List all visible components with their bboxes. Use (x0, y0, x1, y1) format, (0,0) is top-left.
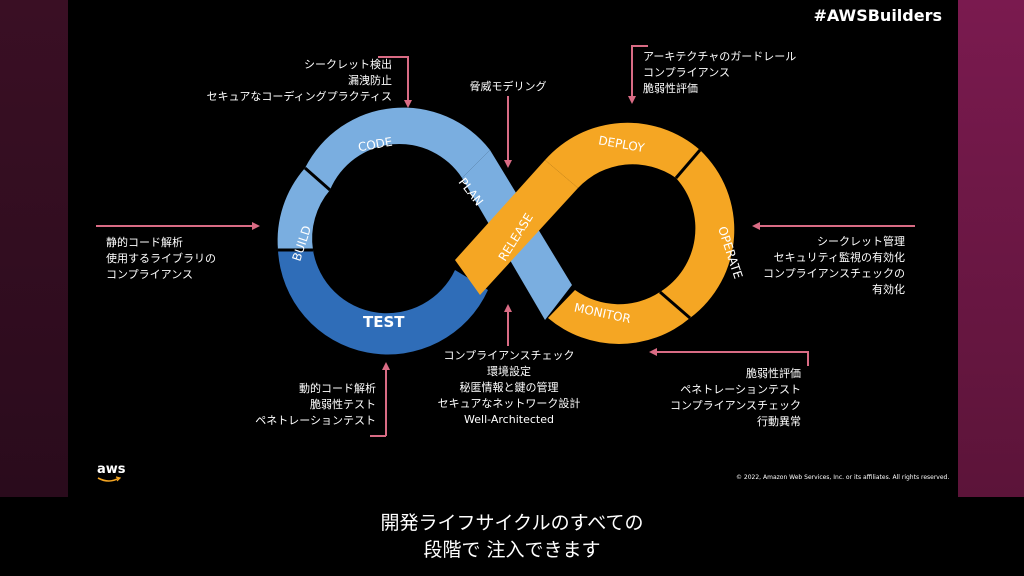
devsecops-infinity-diagram: CODE BUILD TEST PLAN RELEASE DEPLOY OPER… (96, 45, 915, 437)
stage-label-test: TEST (363, 313, 405, 331)
subtitle-line-2: 段階で 注入できます (423, 538, 601, 561)
label-release: コンプライアンスチェック 環境設定 秘匿情報と鍵の管理 セキュアなネットワーク設… (437, 349, 581, 426)
segment-operate (660, 150, 735, 318)
arrow-deploy (628, 45, 648, 104)
label-operate: シークレット管理 セキュリティ監視の有効化 コンプライアンスチェックの 有効化 (762, 235, 905, 296)
copyright-notice: © 2022, Amazon Web Services, Inc. or its… (736, 474, 950, 481)
aws-logo: aws (97, 462, 126, 477)
hashtag: #AWSBuilders (813, 6, 942, 25)
subtitle-bar: 開発ライフサイクルのすべての 段階で 注入できます (0, 497, 1024, 576)
segment-build (277, 168, 330, 250)
segment-deploy (545, 122, 700, 188)
arrow-code (378, 56, 412, 108)
subtitle-line-1: 開発ライフサイクルのすべての (380, 511, 644, 534)
label-monitor: 脆弱性評価 ペネトレーションテスト コンプライアンスチェック 行動異常 (669, 367, 801, 428)
label-build: 静的コード解析 使用するライブラリの コンプライアンス (106, 236, 216, 281)
arrow-monitor (649, 348, 809, 366)
label-code: シークレット検出 漏洩防止 セキュアなコーディングプラクティス (206, 58, 392, 103)
aws-smile-icon (97, 476, 121, 482)
segment-monitor (548, 290, 690, 344)
segment-code (305, 107, 490, 190)
segment-release (455, 160, 578, 295)
label-deploy: アーキテクチャのガードレール コンプライアンス 脆弱性評価 (643, 50, 797, 95)
label-plan: 脅威モデリング (469, 80, 547, 93)
segment-test (278, 250, 488, 355)
left-background-band (0, 0, 68, 497)
stage-label-code: CODE (357, 135, 394, 155)
label-test: 動的コード解析 脆弱性テスト ペネトレーションテスト (255, 382, 376, 427)
right-background-band (958, 0, 1024, 497)
